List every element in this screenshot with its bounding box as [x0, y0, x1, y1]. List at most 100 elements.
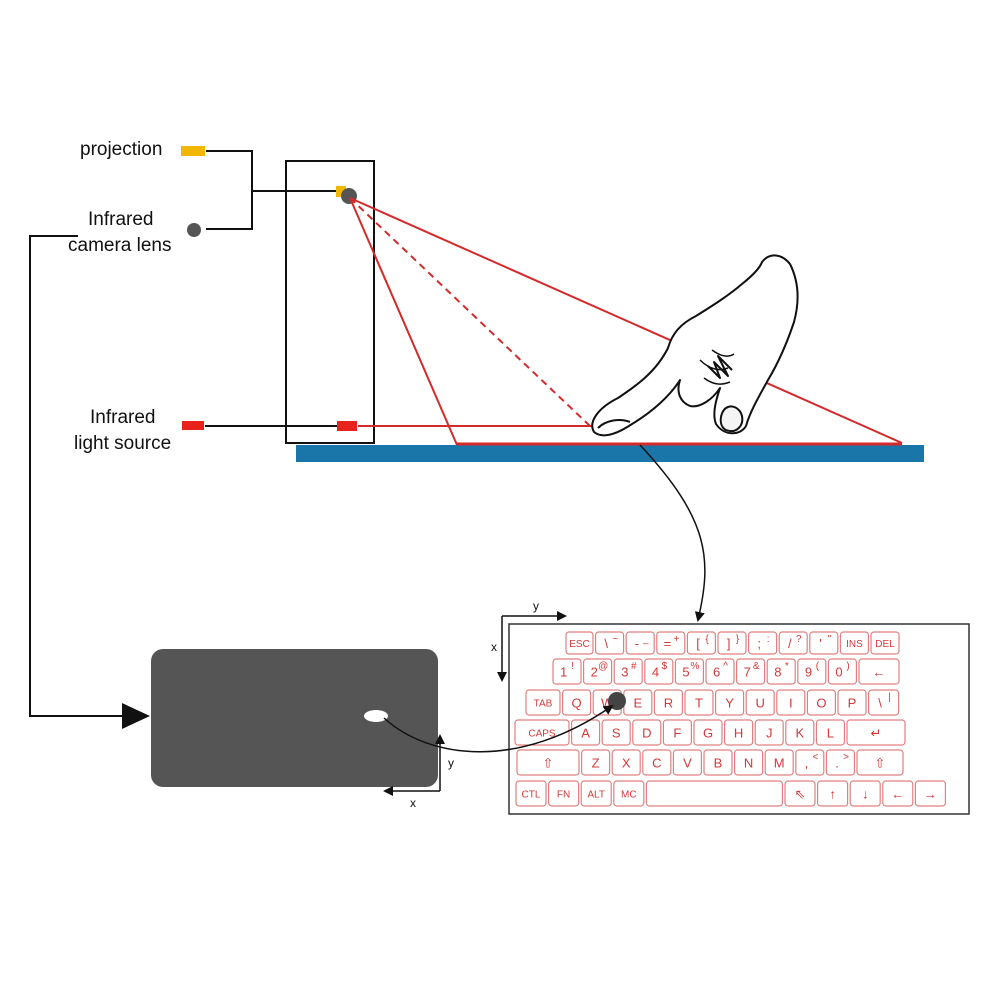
keyboard-key: 2@: [582, 658, 613, 685]
keyboard-key: P: [837, 689, 867, 716]
keyboard-key-outline: [816, 780, 849, 807]
keyboard-key-label: CAPS: [528, 729, 556, 740]
projection-label: projection: [80, 139, 162, 160]
keyboard-key-label: K: [795, 726, 804, 741]
keyboard-key-outline: [776, 689, 806, 716]
keyboard-key-label: 9: [805, 665, 812, 680]
keyboard-key-label: DEL: [875, 639, 895, 650]
keyboard-key: K: [785, 719, 815, 746]
keyboard-key-label: TAB: [534, 699, 553, 710]
keyboard-key-outline: [686, 631, 717, 655]
keyboard-key-label: V: [683, 756, 692, 771]
keyboard-key-shift-label: ?: [796, 634, 802, 645]
keyboard-key-outline: [515, 780, 547, 807]
keyboard-key: ↵: [846, 719, 906, 746]
keyboard-key: ESC: [565, 631, 594, 655]
keyboard-key: T: [684, 689, 714, 716]
keyboard-key-outline: [806, 689, 837, 716]
keyboard-key: ↓: [849, 780, 881, 807]
processor-y-axis-label: y: [448, 756, 454, 770]
legend-connectors: [205, 150, 338, 427]
keyboard-key-outline: [785, 719, 815, 746]
keyboard-key-label: I: [789, 696, 793, 711]
keyboard-key-outline: [733, 749, 764, 776]
keyboard-key-label: FN: [557, 790, 570, 801]
keyboard-y-axis-label: y: [533, 599, 539, 613]
keyboard-key-outline: [745, 689, 775, 716]
ir-source-device-icon: [337, 421, 357, 431]
keyboard-key: V: [672, 749, 703, 776]
keyboard-key: 9(: [797, 658, 827, 685]
hand-icon: [591, 254, 799, 437]
keyboard-key-shift-label: *: [785, 661, 789, 672]
processor-box: [151, 649, 438, 787]
keyboard-key: F: [662, 719, 693, 746]
keyboard-key-outline: [611, 749, 641, 776]
keyboard-key-outline: [662, 719, 693, 746]
keyboard-key: Y: [714, 689, 745, 716]
keyboard-key-outline: [797, 658, 827, 685]
processor-to-keyboard-arrow: [383, 704, 614, 753]
keyboard-key: 0): [827, 658, 858, 685]
keyboard-key-outline: [632, 719, 662, 746]
keyboard-key-outline: [644, 658, 674, 685]
keyboard-key-shift-label: #: [631, 661, 637, 672]
keyboard-key-outline: [784, 780, 816, 807]
keyboard-key-label: B: [714, 756, 723, 771]
keyboard-x-axis-label: x: [491, 640, 497, 654]
keyboard-key-label: U: [756, 696, 765, 711]
keyboard-key-outline: [601, 719, 631, 746]
keyboard-key-outline: [723, 719, 754, 746]
keyboard-key-label: P: [848, 696, 857, 711]
keyboard-key: U: [745, 689, 775, 716]
keyboard-key-label: ;: [757, 636, 761, 651]
keyboard-key-outline: [870, 631, 900, 655]
keyboard-key-label: Z: [592, 756, 600, 771]
keyboard-key-label: G: [703, 726, 713, 741]
keyboard-key: \~: [594, 631, 625, 655]
keyboard-key: I: [776, 689, 806, 716]
keyboard-key: 3#: [613, 658, 643, 685]
keyboard-key-label: T: [695, 696, 703, 711]
keyboard-key-shift-label: !: [571, 661, 574, 672]
keyboard-key: 8*: [766, 658, 796, 685]
keyboard-key-label: L: [827, 726, 834, 741]
keyboard-key-label: R: [664, 696, 673, 711]
keyboard-key-label: 2: [591, 665, 598, 680]
keyboard-key: C: [642, 749, 672, 776]
keyboard-key: ]}: [717, 631, 747, 655]
keyboard-key-label: ↵: [871, 726, 882, 741]
keyboard-key: E: [623, 689, 653, 716]
keyboard-key-outline: [827, 658, 858, 685]
keyboard-key-label: J: [766, 726, 773, 741]
keyboard-key: 6^: [705, 658, 735, 685]
keyboard-key-outline: [672, 749, 703, 776]
keyboard-key-outline: [613, 780, 645, 807]
keyboard-key-outline: [764, 749, 794, 776]
keyboard-key: CTL: [515, 780, 547, 807]
keyboard-key: ←: [858, 658, 900, 685]
keyboard-key-label: ⇧: [875, 756, 886, 771]
keyboard-key: N: [733, 749, 764, 776]
keyboard-key-outline: [735, 658, 766, 685]
keyboard-key-label: E: [633, 696, 642, 711]
light-source-swatch: [182, 421, 204, 430]
keyboard-key-label: H: [734, 726, 743, 741]
keyboard-key-outline: [582, 658, 613, 685]
keyboard-key: ↑: [816, 780, 849, 807]
keyboard-key-shift-label: ^: [723, 661, 728, 672]
keyboard-key-outline: [809, 631, 839, 655]
keyboard-key-shift-label: >: [843, 752, 849, 763]
keyboard-key-outline: [594, 631, 625, 655]
keyboard-key: 4$: [644, 658, 674, 685]
keyboard-key: ⇖: [784, 780, 816, 807]
keyboard-key-outline: [547, 780, 580, 807]
keyboard-key: DEL: [870, 631, 900, 655]
keyboard-key-outline: [613, 658, 643, 685]
keyboard-key-label: 1: [560, 665, 567, 680]
keyboard-key-outline: [552, 658, 582, 685]
keyboard-key: [645, 780, 784, 807]
keyboard-key-shift-label: ": [828, 634, 832, 645]
keyboard-key-label: 5: [682, 665, 689, 680]
keyboard-key-shift-label: <: [812, 752, 818, 763]
